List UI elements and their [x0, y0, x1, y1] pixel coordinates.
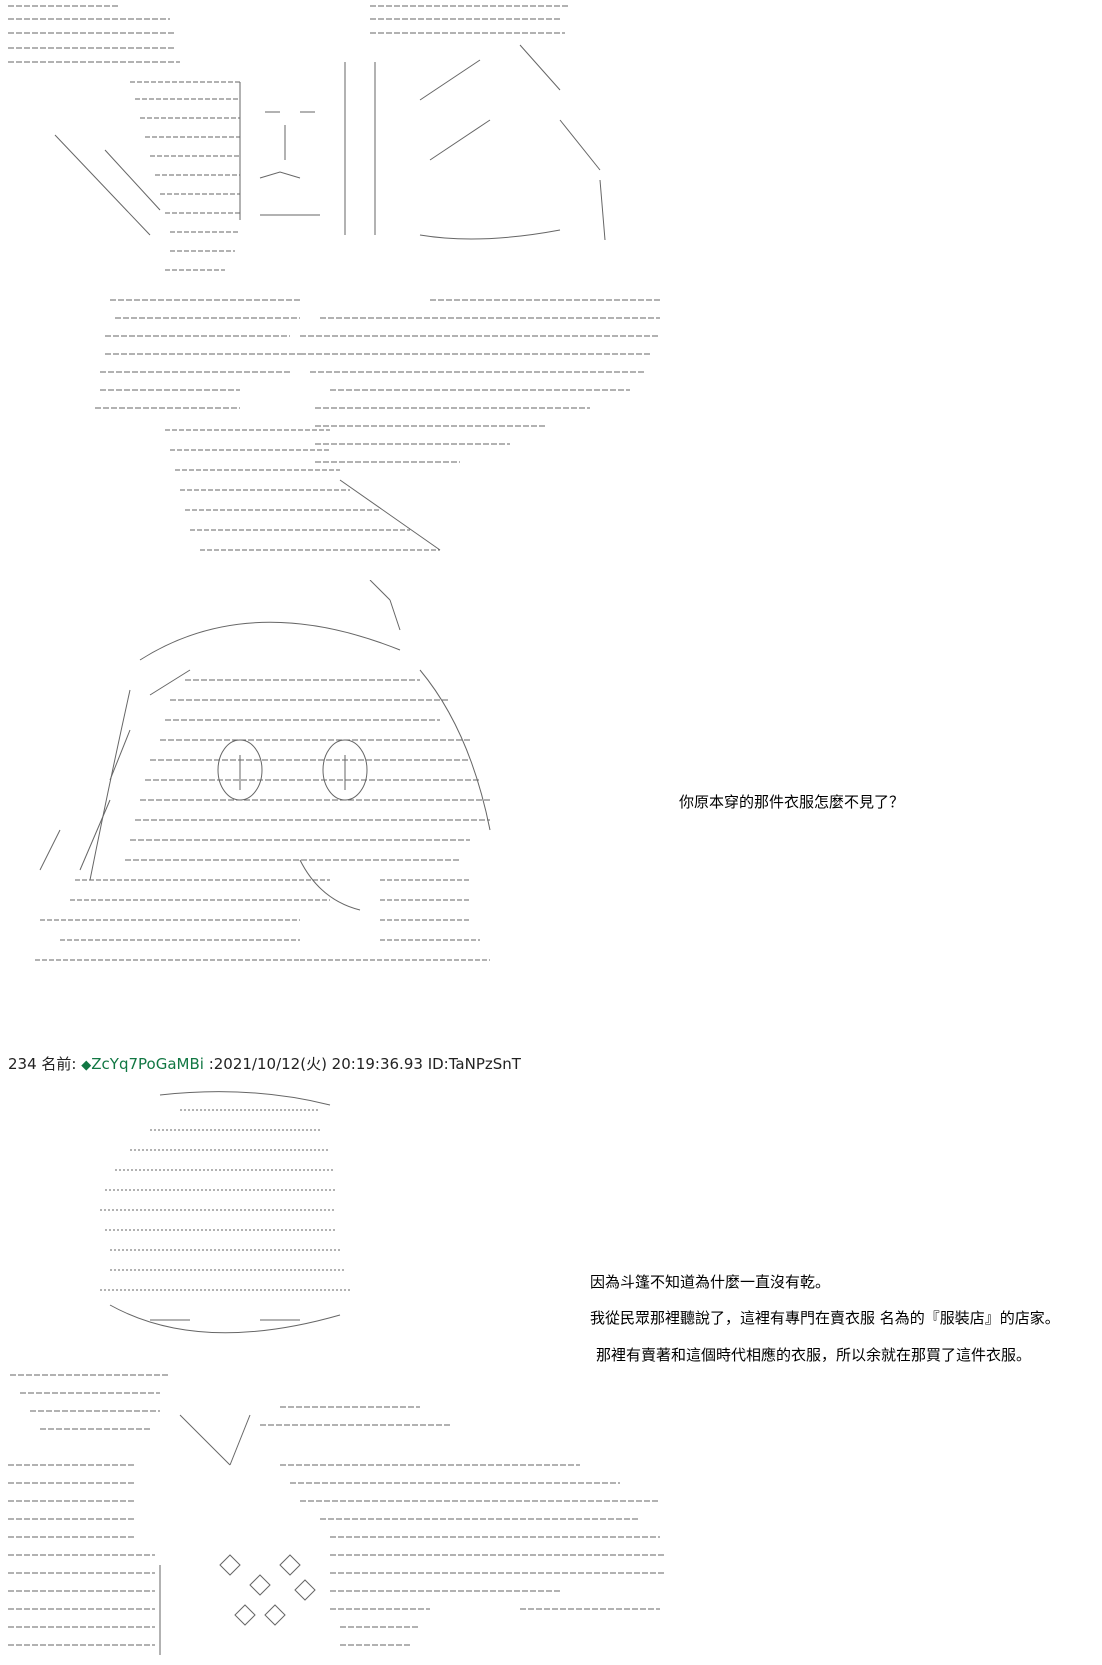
ascii-art-bottom-drawing: [8, 1091, 665, 1655]
post-trip[interactable]: ZcYq7PoGaMBi: [91, 1055, 204, 1073]
ascii-art-top-drawing: [8, 5, 660, 551]
ascii-art-middle: [0, 580, 520, 1000]
trip-diamond-icon: ◆: [81, 1058, 92, 1073]
dialogue-line-3: 我從民眾那裡聽說了，這裡有專門在賣衣服 名為的『服裝店』的店家。: [590, 1309, 1060, 1327]
ascii-art-top: [0, 0, 700, 565]
post-id[interactable]: ID:TaNPzSnT: [427, 1055, 521, 1073]
post-header: 234 名前: ◆ZcYq7PoGaMBi :2021/10/12(火) 20:…: [8, 1053, 521, 1074]
dialogue-line-4: 那裡有賣著和這個時代相應的衣服，所以余就在那買了這件衣服。: [596, 1346, 1032, 1364]
dialogue-line-2: 因為斗篷不知道為什麼一直沒有乾。: [590, 1273, 831, 1291]
ascii-art-bottom: [0, 1085, 700, 1665]
ascii-art-middle-drawing: [35, 580, 491, 961]
post-datetime: :2021/10/12(火) 20:19:36.93: [208, 1055, 423, 1073]
post-name-label: 名前:: [41, 1055, 77, 1073]
post-number: 234: [8, 1055, 37, 1073]
dialogue-line-1: 你原本穿的那件衣服怎麼不見了？: [679, 793, 905, 811]
